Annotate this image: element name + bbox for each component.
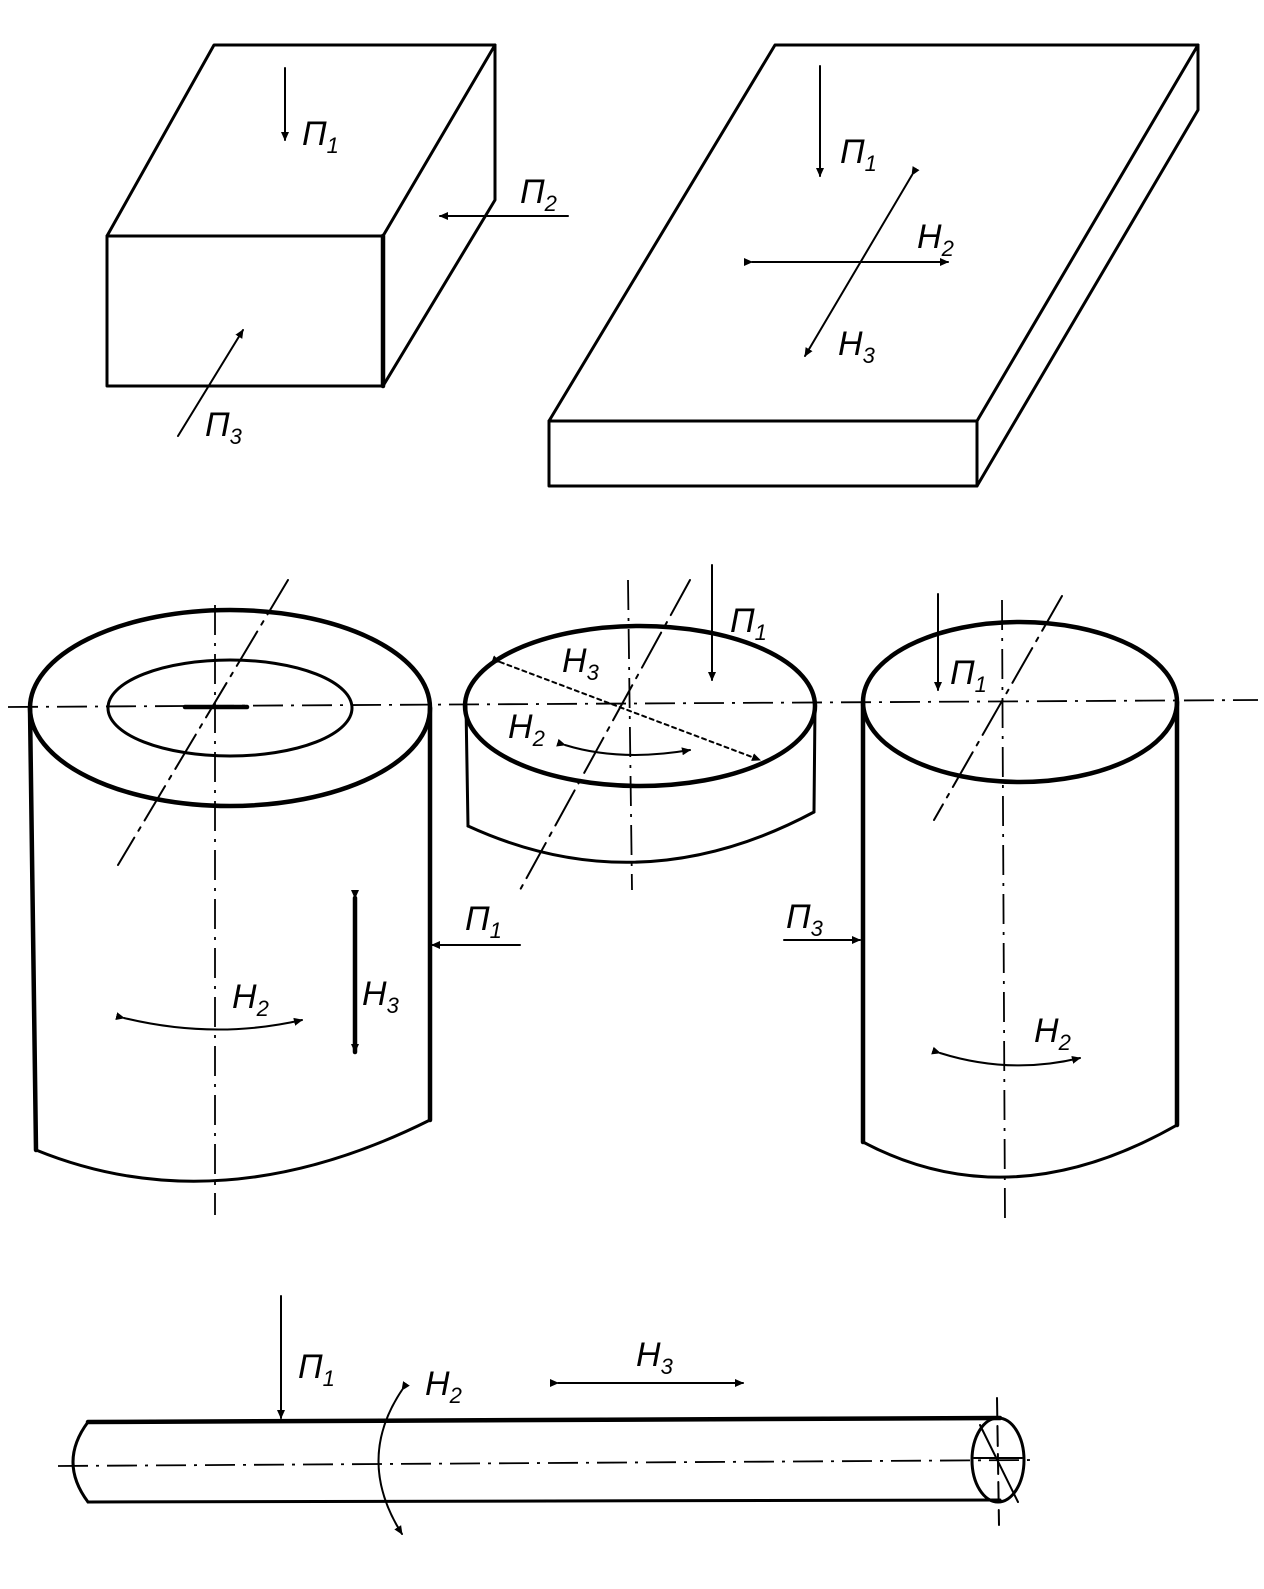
shaft-end-vertical-axis [996, 1397, 1000, 1526]
shaft-figure [57, 1295, 1035, 1535]
cylinder-figure [783, 593, 1180, 1223]
cylinder-vertical-axis [1001, 599, 1006, 1223]
disk-top-ellipse [462, 623, 818, 789]
disk-h3-line [491, 655, 761, 761]
shaft-h3-label: Н3 [636, 1336, 674, 1379]
shaft-h2-label: Н2 [425, 1365, 462, 1408]
disk-right-edge [812, 704, 817, 814]
bushing-bottom-arc [34, 1118, 432, 1183]
box-p3-arrow [177, 329, 244, 437]
cylinder-oblique-axis [933, 595, 1063, 821]
disk-bottom-arc [466, 810, 816, 864]
shaft-p1-label: П1 [298, 1348, 335, 1391]
plate-p1-label: П1 [840, 133, 877, 176]
bushing-p1-label: П1 [465, 900, 502, 943]
disk-figure [462, 564, 818, 891]
bushing-oblique-axis [117, 579, 289, 866]
box-p2-label: П2 [520, 173, 557, 216]
bushing-figure [27, 579, 521, 1215]
bushing-h2-label: Н2 [232, 978, 269, 1021]
box-p1-label: П1 [302, 115, 339, 158]
disk-p1-label: П1 [730, 602, 767, 645]
box-p3-label: П3 [205, 406, 243, 449]
box-figure [105, 43, 569, 437]
plate-outline [547, 43, 1200, 488]
shaft-bottom-edge [86, 1498, 1002, 1504]
plate-h3-label: Н3 [838, 325, 876, 368]
shaft-axis [57, 1459, 1035, 1467]
bushing-h3-label: Н3 [362, 975, 400, 1018]
cylinder-h2-label: Н2 [1034, 1012, 1071, 1055]
cylinder-h2-arrow [931, 1046, 1081, 1067]
bushing-bore-ellipse [106, 658, 354, 758]
cylinder-p3-label: П3 [786, 898, 824, 941]
box-front-top-edge [105, 43, 497, 238]
disk-h2-arrow [556, 738, 691, 756]
box-outline [105, 43, 497, 388]
cylinder-bottom-arc [861, 1123, 1179, 1179]
disk-left-edge [464, 704, 470, 828]
plate-h2-label: Н2 [917, 218, 954, 261]
bushing-left-edge [27, 705, 39, 1153]
plate-figure [547, 43, 1200, 488]
cylinder-p1-label: П1 [950, 654, 987, 697]
disk-h3-label: Н3 [562, 642, 600, 685]
shaft-left-cap [71, 1420, 90, 1504]
disk-h2-label: Н2 [508, 708, 545, 751]
plate-h3-arrow [804, 166, 920, 357]
bushing-h2-arrow [115, 1012, 303, 1031]
shaft-h2-arrow [377, 1381, 410, 1535]
shaft-top-edge [85, 1415, 1003, 1425]
